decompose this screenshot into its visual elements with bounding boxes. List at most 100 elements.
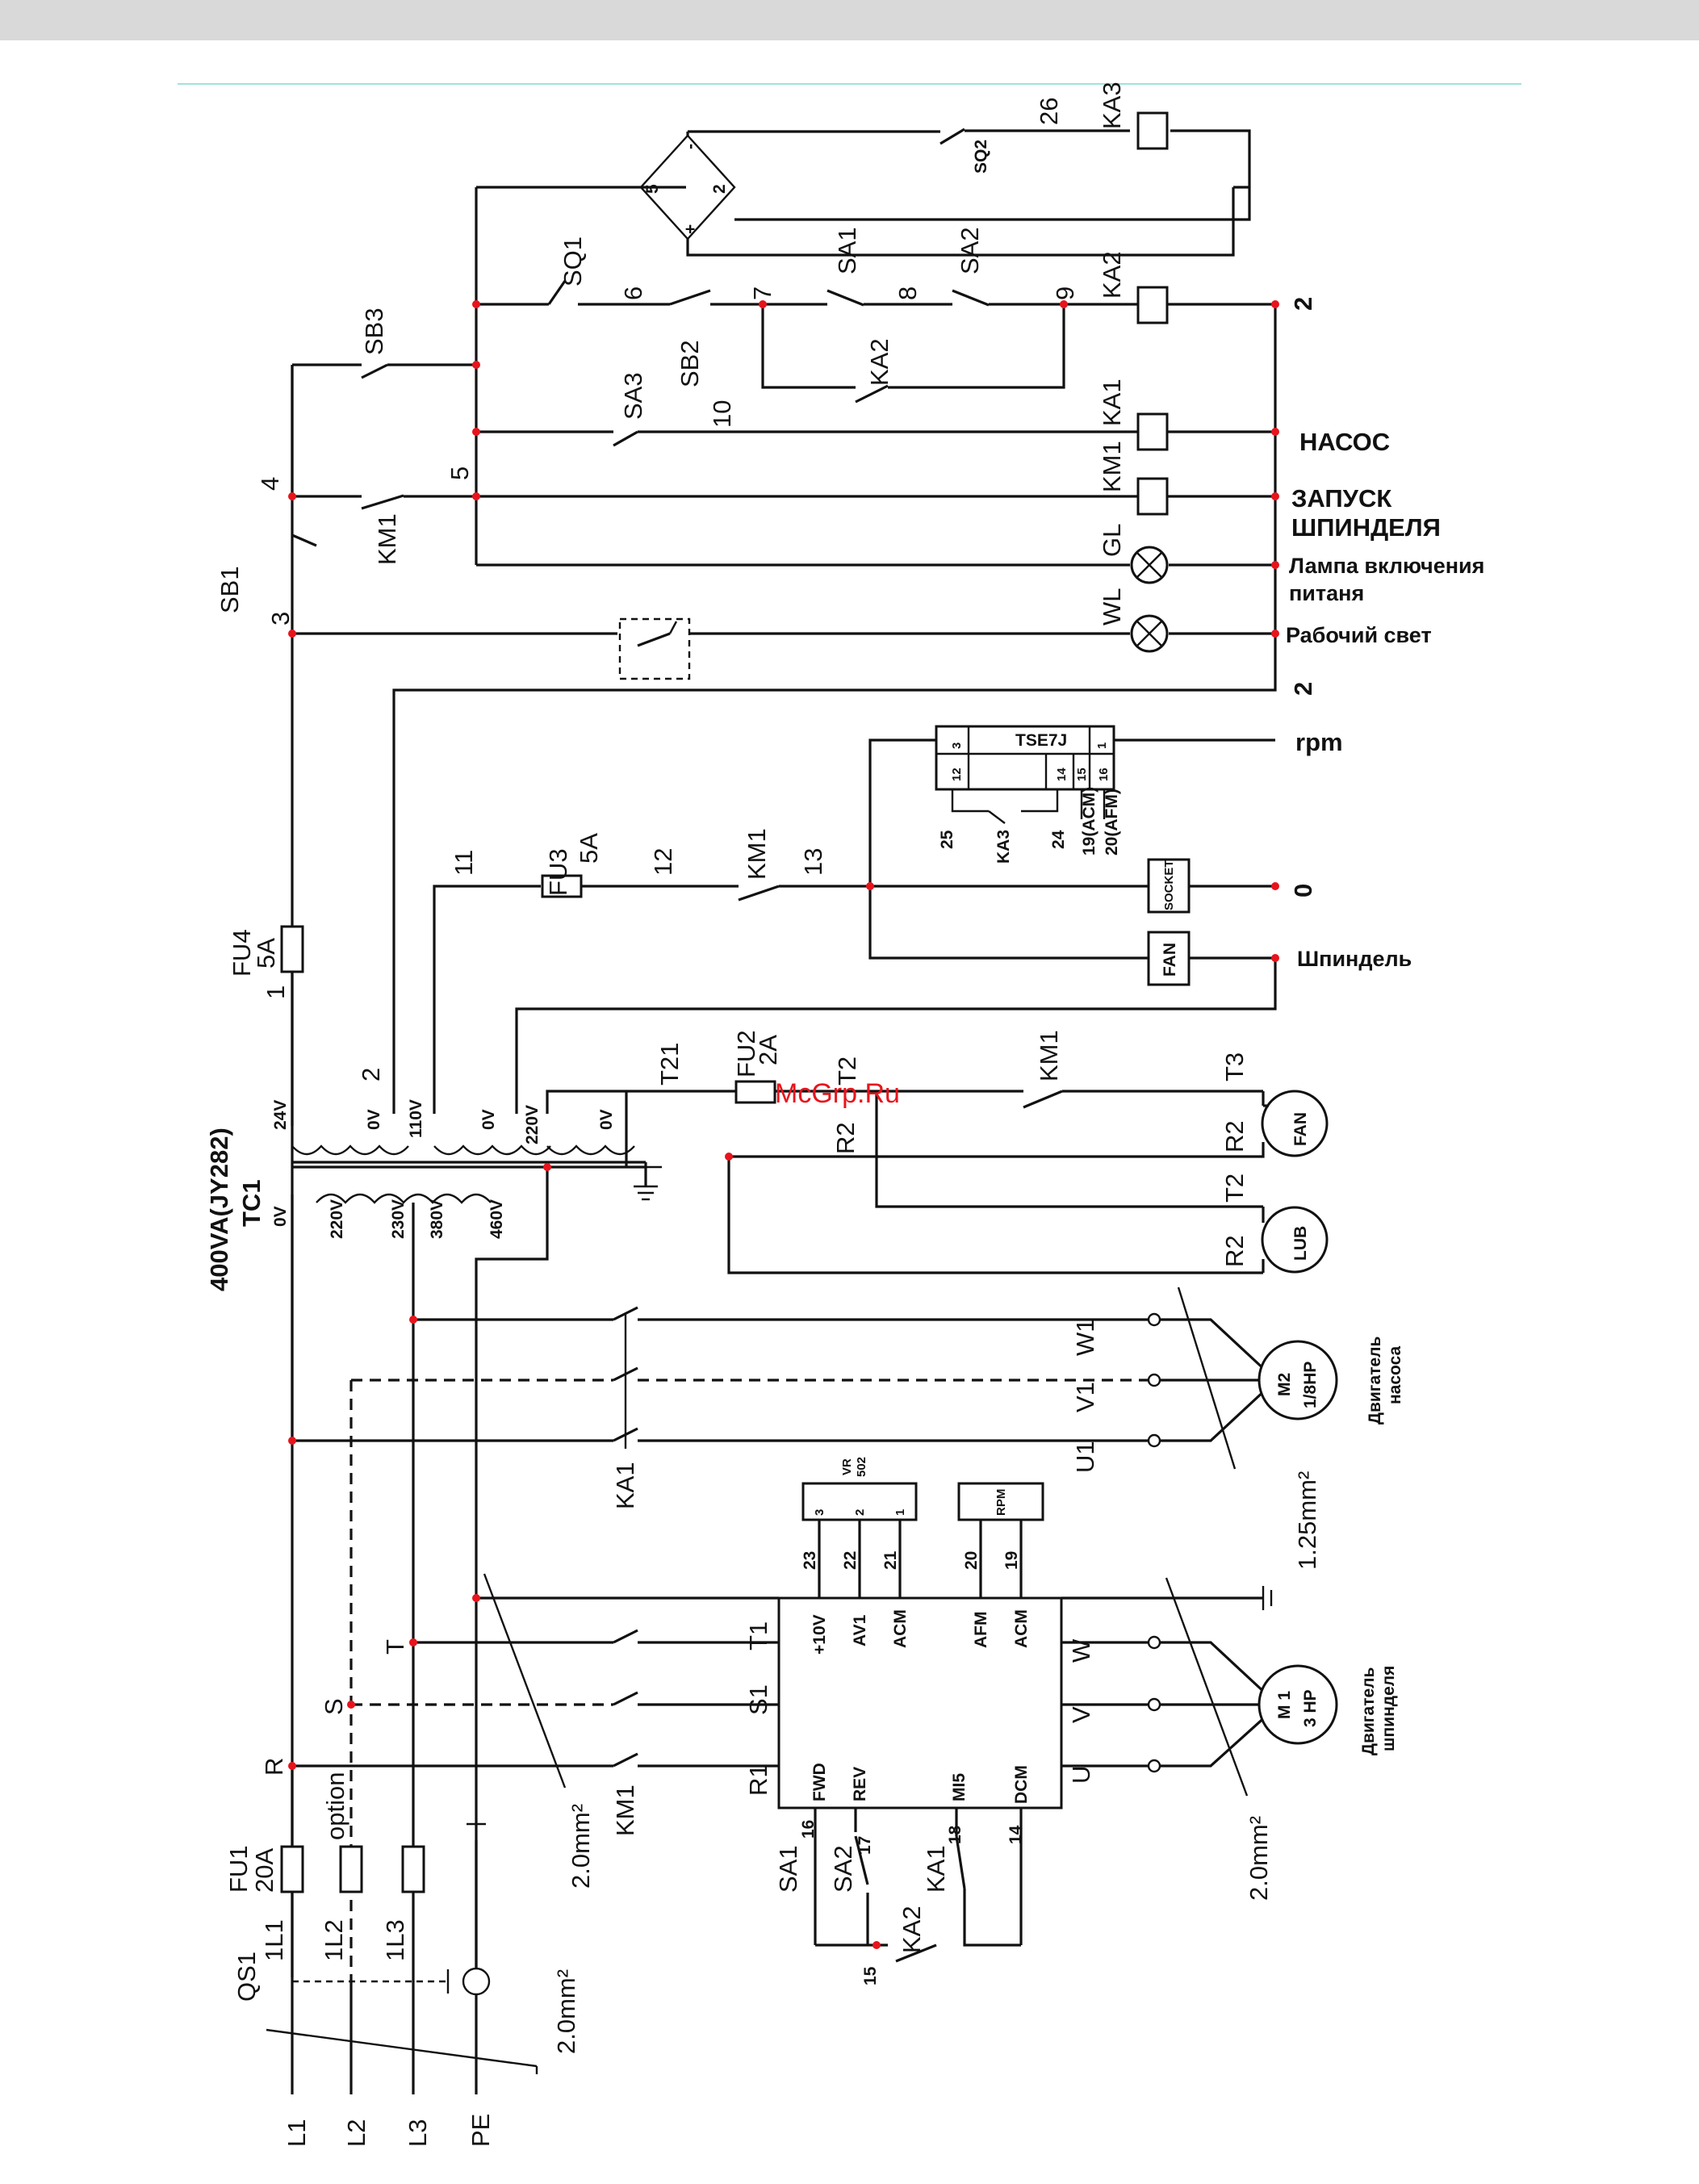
label-s1: S1: [744, 1684, 772, 1715]
label-wire-17: 17: [856, 1836, 874, 1855]
label-r2-left: R2: [831, 1122, 860, 1154]
label-inv-acm1: ACM: [891, 1609, 910, 1648]
label-sa2-bottom: SA2: [829, 1845, 857, 1893]
label-bridge-minus: -: [681, 144, 700, 149]
label-wire-6: 6: [619, 287, 647, 300]
label-tse-p16: 16: [1097, 768, 1111, 781]
label-1l1: 1L1: [260, 1919, 288, 1961]
label-m2: M2: [1275, 1373, 1294, 1396]
junctions: [288, 300, 1279, 1949]
label-fan-motor: FAN: [1291, 1112, 1310, 1146]
note-rpm: rpm: [1295, 728, 1343, 756]
fu2-fuse: [734, 1080, 776, 1104]
label-wire-4: 4: [256, 477, 284, 491]
label-tse7j: TSE7J: [1015, 731, 1067, 750]
note-zero: 0: [1289, 884, 1317, 897]
label-km1-fan: KM1: [743, 828, 771, 880]
note-two-bottom: 2: [1289, 682, 1317, 696]
label-gauge-motor: 2.0mm²: [1245, 1816, 1273, 1901]
label-gauge-supply: 2.0mm²: [552, 1969, 580, 2054]
label-km1-coil: KM1: [1098, 441, 1126, 492]
label-km1-main: KM1: [611, 1784, 639, 1836]
label-wire-20: 20: [962, 1551, 981, 1570]
label-ka2-hold: KA2: [865, 338, 893, 386]
label-p460: 460V: [488, 1199, 506, 1239]
mains-section: [266, 1766, 538, 2094]
label-vr: VR: [840, 1458, 854, 1475]
note-pump-motor-1: Двигатель: [1366, 1336, 1384, 1425]
top-bar: [0, 0, 1699, 40]
label-wire-26: 26: [1035, 98, 1063, 125]
note-power-lamp-2: питаня: [1289, 581, 1364, 605]
fu1-l2-fuse: [339, 1845, 363, 1893]
label-fu3-val: 5A: [575, 833, 603, 864]
label-wire-8: 8: [893, 287, 922, 300]
label-tse-p1: 1: [1095, 743, 1109, 749]
note-spindle-motor-1: Двигатель: [1359, 1667, 1378, 1755]
earth-icon: [462, 1967, 491, 1996]
label-p380: 380V: [428, 1199, 446, 1239]
label-ka2-bottom: KA2: [898, 1906, 926, 1953]
note-pump-motor-2: насоса: [1386, 1345, 1404, 1404]
label-wire-23: 23: [801, 1551, 819, 1570]
label-sa1-bottom: SA1: [774, 1845, 802, 1893]
label-l1: L1: [282, 2119, 311, 2147]
control-wiring: [291, 128, 1277, 1439]
note-spindle-motor-2: шпинделя: [1379, 1666, 1398, 1751]
label-fu2: FU2: [732, 1030, 760, 1077]
label-t3: T3: [1220, 1052, 1249, 1082]
label-w1: W1: [1071, 1319, 1099, 1357]
label-wire-19: 19: [1002, 1551, 1021, 1570]
label-tse-p14: 14: [1055, 768, 1069, 781]
label-vr-p3: 3: [813, 1509, 826, 1516]
label-s: S: [320, 1698, 348, 1715]
vr-box: [801, 1482, 918, 1521]
label-tc1: TC1: [237, 1179, 266, 1227]
label-wire-15: 15: [861, 1966, 880, 1985]
label-l3: L3: [404, 2119, 432, 2147]
label-t2-lub: T2: [1220, 1174, 1249, 1203]
label-inv-av1: AV1: [851, 1614, 869, 1646]
label-inv-mi5: MI5: [950, 1773, 969, 1801]
fu1-l3-fuse: [401, 1845, 425, 1893]
socket-box: [1147, 858, 1191, 914]
label-ka1-coil: KA1: [1098, 379, 1126, 426]
label-vr-p1: 1: [893, 1509, 907, 1516]
label-gauge-km1: 2.0mm²: [567, 1804, 595, 1889]
note-pump: НАСОС: [1299, 428, 1390, 456]
label-u1: U1: [1071, 1441, 1099, 1473]
label-inv-10v: +10V: [810, 1614, 829, 1655]
label-fu1: FU1: [224, 1845, 253, 1893]
label-m1: M 1: [1275, 1691, 1294, 1719]
label-1l2: 1L2: [320, 1919, 348, 1961]
label-t2-top: T2: [833, 1056, 861, 1086]
label-s0c: 0V: [597, 1109, 616, 1130]
label-tse-p3: 3: [950, 743, 964, 749]
label-wire-25: 25: [938, 830, 956, 849]
label-km1-aux: KM1: [1035, 1030, 1063, 1082]
header-rule: [178, 83, 1521, 85]
label-sb3: SB3: [360, 308, 388, 355]
pump-motor-icon: [1258, 1340, 1338, 1420]
label-ka1-main: KA1: [611, 1462, 639, 1509]
label-sq1: SQ1: [559, 236, 587, 287]
pump-circuit: [292, 1287, 1338, 1977]
label-m2-hp: 1/8HP: [1301, 1362, 1320, 1408]
note-spindle-start-2: ШПИНДЕЛЯ: [1291, 513, 1441, 542]
label-ka3-contact: KA3: [994, 830, 1013, 864]
lub-motor-icon: [1261, 1206, 1329, 1274]
label-r2-lub: R2: [1220, 1235, 1249, 1267]
label-wire-16: 16: [799, 1820, 818, 1839]
label-wire-5: 5: [446, 467, 474, 480]
label-1l3: 1L3: [381, 1919, 409, 1961]
rpm-box: [957, 1482, 1044, 1521]
label-l2: L2: [342, 2119, 370, 2147]
aux-motors: [729, 1090, 1329, 1274]
inverter-box: [777, 1596, 1063, 1810]
label-wire-10: 10: [708, 400, 736, 428]
labels: L1 L2 L3 PE QS1 2.0mm² FU1 20A option 1L…: [205, 82, 1484, 2147]
label-wire-18: 18: [946, 1825, 965, 1844]
label-v1: V1: [1071, 1382, 1099, 1412]
spindle-motor-icon: [1258, 1664, 1338, 1745]
label-p220: 220V: [328, 1199, 346, 1239]
